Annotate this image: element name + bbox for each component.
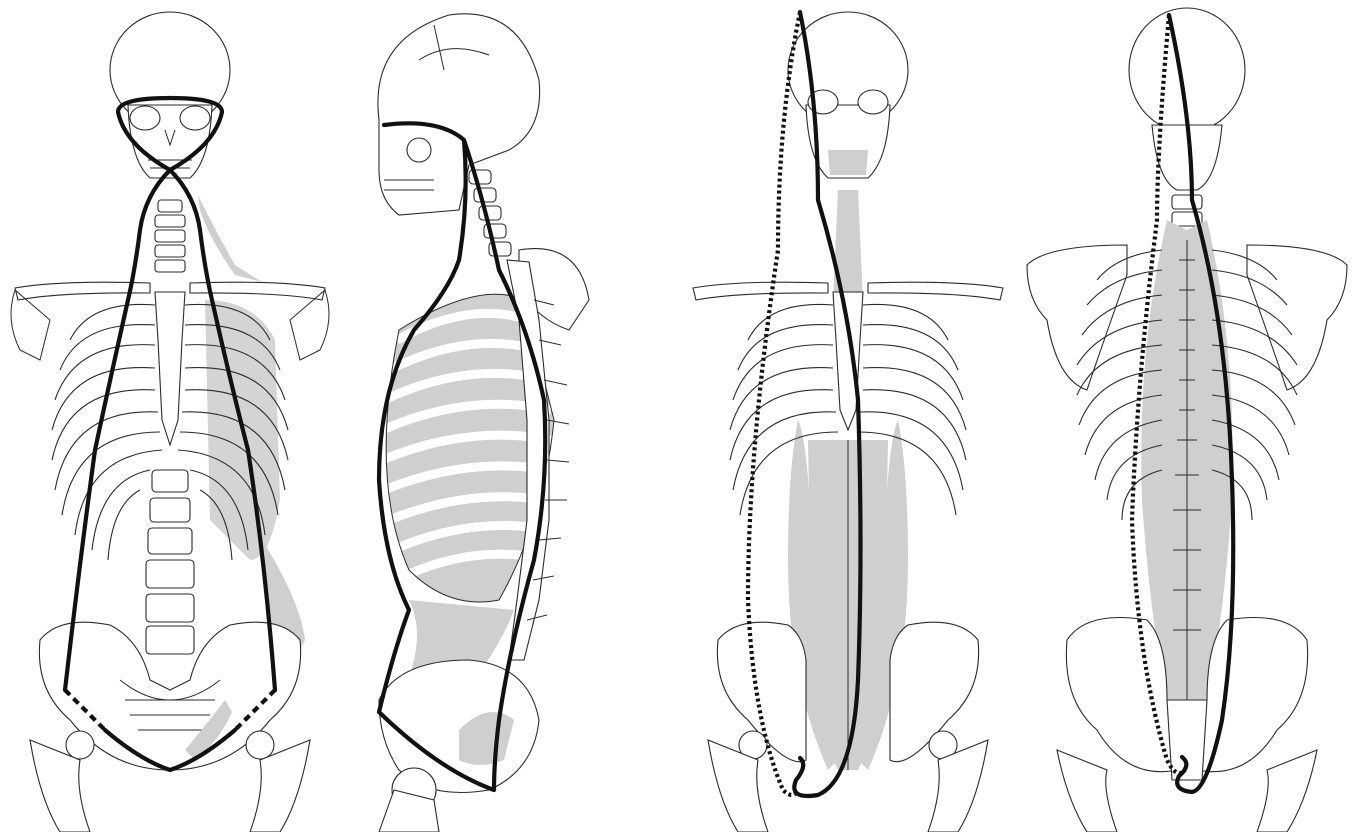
- lumbar-spine: [146, 470, 194, 654]
- longitudinal-muscle-anterior: [833, 190, 863, 305]
- shoulder-right: [290, 290, 329, 360]
- femur-left-posterior: [1057, 750, 1117, 832]
- skull: [110, 12, 230, 178]
- shoulder-left: [11, 290, 50, 360]
- skull-lateral: [378, 14, 540, 215]
- ribs-left: [52, 304, 162, 560]
- figure-lateral-loop: [339, 0, 679, 832]
- figure-anterior-loop: [0, 0, 340, 832]
- figure-posterior-spiral: [1017, 0, 1357, 832]
- figure-anterior-spiral: [678, 0, 1018, 832]
- sternum: [155, 292, 185, 445]
- skull-posterior: [1129, 8, 1245, 190]
- femur-right-posterior: [1257, 750, 1317, 832]
- cervical-spine: [155, 200, 185, 272]
